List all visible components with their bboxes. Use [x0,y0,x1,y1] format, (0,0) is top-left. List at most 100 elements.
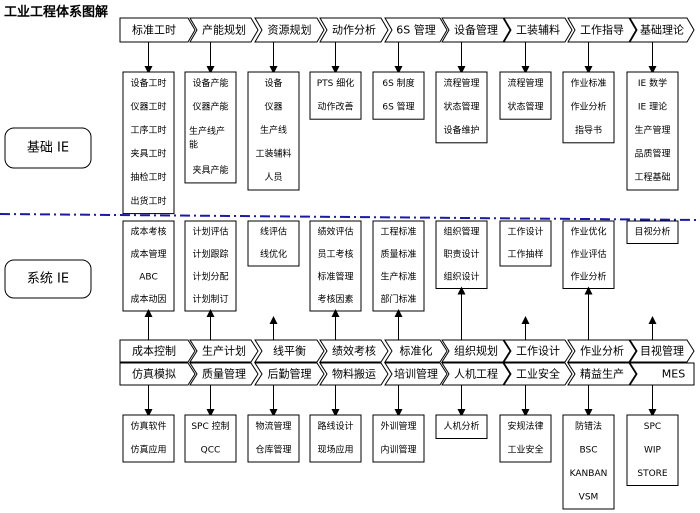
chevron-label: 后勤管理 [268,367,312,381]
sub-item: 仪器产能 [192,100,228,112]
chevron-row3-chevrons-5 [441,362,511,386]
sub-item: 人员 [264,172,282,183]
basic-ie-label: 基础 IE [27,141,69,156]
chevron-label: 设备管理 [454,23,498,37]
sub-box [626,414,679,486]
sub-item: 组织管理 [443,225,479,237]
chevron-label: 精益生产 [580,367,624,381]
sub-item: 状态管理 [507,100,543,112]
sub-item: 出货工时 [130,195,166,207]
chevron-label: 资源规划 [268,23,312,37]
sub-item: 仪器工时 [130,100,166,112]
sub-item: 部门标准 [380,293,416,305]
chevron-row2-chevrons-6 [503,339,573,363]
chevron-row1-chevrons-5 [441,17,511,43]
chevron-row3-chevrons-2 [254,362,325,386]
sub-item: IE 数学 [638,77,667,89]
chevron-label: 工业安全 [516,367,560,381]
sub-item: 6S 管理 [382,100,414,112]
sub-item: 员工考核 [317,248,353,260]
sub-item: 生产管理 [634,124,670,136]
sub-item: 指导书 [575,124,602,136]
sub-box [499,71,552,120]
sub-item: 工程标准 [380,225,416,237]
sub-box [499,414,552,463]
chevron-row3-chevrons-3 [319,362,389,386]
sub-item: 成本考核 [130,225,166,237]
chevron-label: 产能规划 [202,23,246,37]
chevron-row1-chevrons-6 [503,17,573,43]
sub-item: KANBAN [570,469,608,479]
sub-item: 仓库管理 [255,443,291,455]
chevron-label: 标准工时 [132,23,176,37]
sub-item: 工作抽样 [507,248,543,260]
sub-item: 工业安全 [507,443,543,455]
sub-item: 职责设计 [443,248,479,260]
chevron-row3-chevrons-4 [384,362,448,386]
sub-box [309,414,362,463]
sub-item: 抽检工时 [130,171,166,183]
sub-item: 生产线产 [189,125,225,137]
sub-item: PTS 细化 [317,77,355,89]
sub-item: 6S 制度 [382,77,414,89]
sub-item: 设备工时 [130,77,166,89]
sub-item: 仿真应用 [130,443,166,455]
sub-box [562,71,615,144]
chevron-row3-chevrons-7 [567,362,637,386]
sub-item: 作业优化 [570,225,606,237]
sub-item: 内训管理 [380,443,416,455]
sub-item: 生产线 [260,124,287,136]
row1-items-4: 6S 制度 6S 管理 [372,71,425,120]
chevron-label: 动作分析 [332,23,376,37]
sub-item: 计划跟踪 [192,248,228,260]
chevron-row2-chevrons-3 [319,339,389,363]
sub-box [372,220,425,312]
sub-item: 流程管理 [507,77,543,89]
page-title: 工业工程体系图解 [4,5,109,20]
sub-box [626,71,679,191]
chevron-row2-chevrons-7 [567,339,637,363]
sub-box [499,220,552,267]
row2-items-8: 目视分析 [626,220,679,244]
sub-item: 工序工时 [130,124,166,136]
sub-item: 作业分析 [570,100,606,112]
sub-item: SPC [644,422,661,432]
sub-item: 考核因素 [317,293,353,305]
sub-item: ABC [139,272,157,282]
sub-item: 状态管理 [443,100,479,112]
sub-item: 质量标准 [380,248,416,260]
chevron-label: 人机工程 [454,367,498,381]
chevron-row1-chevrons-3 [319,17,389,43]
chevron-label: 仿真模拟 [132,367,176,381]
chevron-label: 基础理论 [640,23,684,37]
sub-item: 物流管理 [255,420,291,432]
system-ie-label-box [4,259,92,299]
chevron-row3-chevrons-8 [629,362,695,386]
sub-box [562,414,615,510]
sub-item: 计划制订 [192,293,228,305]
chevron-row3-chevrons-6 [503,362,573,386]
sub-item: 线优化 [260,248,287,260]
chevron-label: 工装辅料 [516,23,560,37]
sub-item: 设备维护 [443,124,479,136]
sub-box [184,71,237,184]
chevron-label: 培训管理 [394,367,438,381]
chevron-row1-chevrons-4 [384,17,448,43]
sub-box [435,414,488,439]
chevron-label: 工作指导 [580,23,624,37]
row3-items-5: 人机分析 [435,414,488,439]
